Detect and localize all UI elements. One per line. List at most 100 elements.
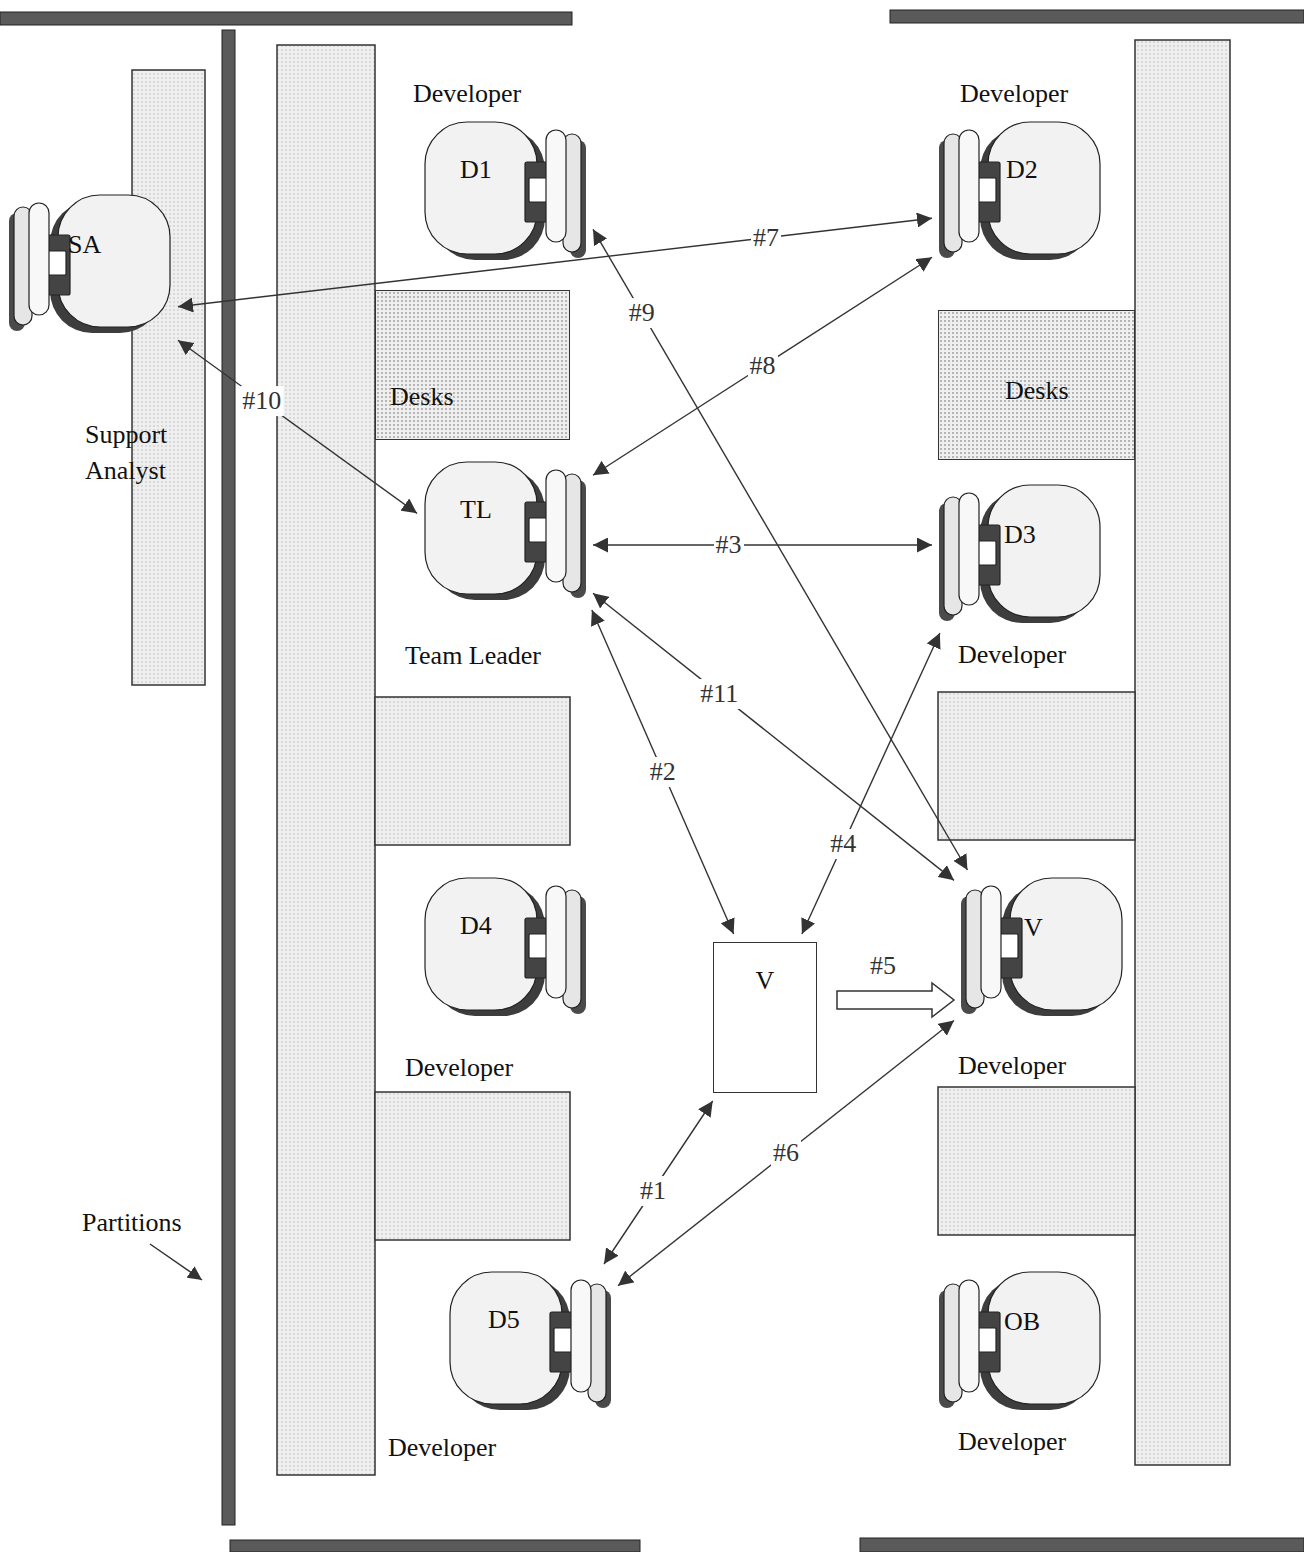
figure-part <box>450 1272 562 1404</box>
plan-shape <box>375 697 570 845</box>
figure-part <box>978 162 1000 222</box>
plan-shape <box>132 70 205 685</box>
person-shape <box>450 1272 611 1410</box>
person-shape <box>939 1272 1100 1410</box>
figure-part <box>554 1328 572 1352</box>
figure-part <box>525 502 547 562</box>
figure-part <box>550 1312 572 1372</box>
figure-part <box>978 525 1000 585</box>
figure-part <box>425 462 537 594</box>
person-shape <box>425 462 586 600</box>
plan-shape <box>938 1087 1135 1235</box>
edge-number: #7 <box>751 223 781 253</box>
role-label: Developer <box>413 76 521 112</box>
person-figure: VDeveloper <box>962 878 1122 1018</box>
person-outline <box>425 462 585 602</box>
person-shape <box>425 878 586 1016</box>
desks <box>132 40 1230 1475</box>
edge-number: #5 <box>868 951 898 981</box>
figure-part <box>529 518 547 542</box>
plan-shape <box>222 30 235 1525</box>
person-shape <box>939 122 1100 260</box>
node-text: OB <box>1004 1304 1040 1340</box>
edge-number: #10 <box>240 386 283 416</box>
figure-part <box>959 130 979 242</box>
plan-shape <box>0 12 572 25</box>
node-text: D1 <box>460 152 492 188</box>
figure-part <box>1010 878 1122 1010</box>
connector-arrow <box>593 229 967 870</box>
node-text: TL <box>460 492 492 528</box>
role-label: Developer <box>405 1050 513 1086</box>
person-outline <box>962 878 1122 1018</box>
plan-shape <box>1135 40 1230 1465</box>
callout-label: Partitions <box>82 1207 182 1238</box>
person-shape <box>961 878 1122 1016</box>
node-text: V <box>714 963 816 999</box>
figure-part <box>29 203 49 315</box>
plan-shape <box>860 1538 1304 1552</box>
person-figure: OBDeveloper <box>940 1272 1100 1412</box>
role-label: Developer <box>960 76 1068 112</box>
person-figure: DeveloperD1 <box>425 122 585 262</box>
person-shape <box>425 122 586 260</box>
figure-part <box>425 878 537 1010</box>
desk-box: Desks <box>938 310 1135 460</box>
figure-part <box>988 122 1100 254</box>
figure-part <box>978 1328 996 1352</box>
person-outline <box>940 1272 1100 1412</box>
person-figure: D3Developer <box>940 485 1100 625</box>
block-arrow <box>837 983 954 1017</box>
node-text: D3 <box>1004 517 1036 553</box>
figure-part <box>529 934 547 958</box>
figure-part <box>546 470 566 582</box>
node-text: D4 <box>460 908 492 944</box>
role-label: Developer <box>388 1430 496 1466</box>
workstation-box: V <box>713 942 817 1093</box>
node-text: Desks <box>1005 373 1069 409</box>
person-outline <box>450 1272 610 1412</box>
figure-part <box>959 493 979 605</box>
figure-part <box>525 162 547 222</box>
person-outline <box>940 122 1100 262</box>
figure-part <box>529 178 547 202</box>
edge-number: #2 <box>648 757 678 787</box>
role-label: Team Leader <box>405 638 541 674</box>
figure-part <box>981 886 1001 998</box>
edge-number: #9 <box>627 298 657 328</box>
edge-number: #3 <box>714 530 744 560</box>
figure-part <box>571 1280 591 1392</box>
person-shape <box>939 485 1100 623</box>
person-outline <box>940 485 1100 625</box>
partition-walls <box>0 10 1304 1552</box>
node-text: Desks <box>390 379 454 415</box>
figure-part <box>988 1272 1100 1404</box>
node-text: D5 <box>488 1302 520 1338</box>
person-figure: DeveloperD2 <box>940 122 1100 262</box>
figure-part <box>525 918 547 978</box>
figure-part <box>546 886 566 998</box>
figure-part <box>959 1280 979 1392</box>
role-label: Support Analyst <box>85 417 197 490</box>
person-outline <box>10 195 170 335</box>
edge-number: #6 <box>771 1138 801 1168</box>
person-outline <box>425 878 585 1018</box>
figure-part <box>48 251 66 275</box>
connector-arrow <box>593 544 932 545</box>
connector-arrow <box>604 1101 713 1264</box>
figure-part <box>58 195 170 327</box>
figure-part <box>978 541 996 565</box>
person-shape <box>9 195 170 333</box>
plan-shape <box>375 1092 570 1240</box>
figure-part <box>978 1312 1000 1372</box>
plan-shape <box>938 692 1135 840</box>
edge-number: #8 <box>748 351 778 381</box>
person-figure: D4Developer <box>425 878 585 1018</box>
node-text: V <box>1024 910 1043 946</box>
connector-arrow <box>592 610 734 934</box>
figure-part <box>1000 918 1022 978</box>
plan-shape <box>277 45 375 1475</box>
connector-arrow <box>802 633 940 934</box>
connector-arrow <box>593 257 932 475</box>
